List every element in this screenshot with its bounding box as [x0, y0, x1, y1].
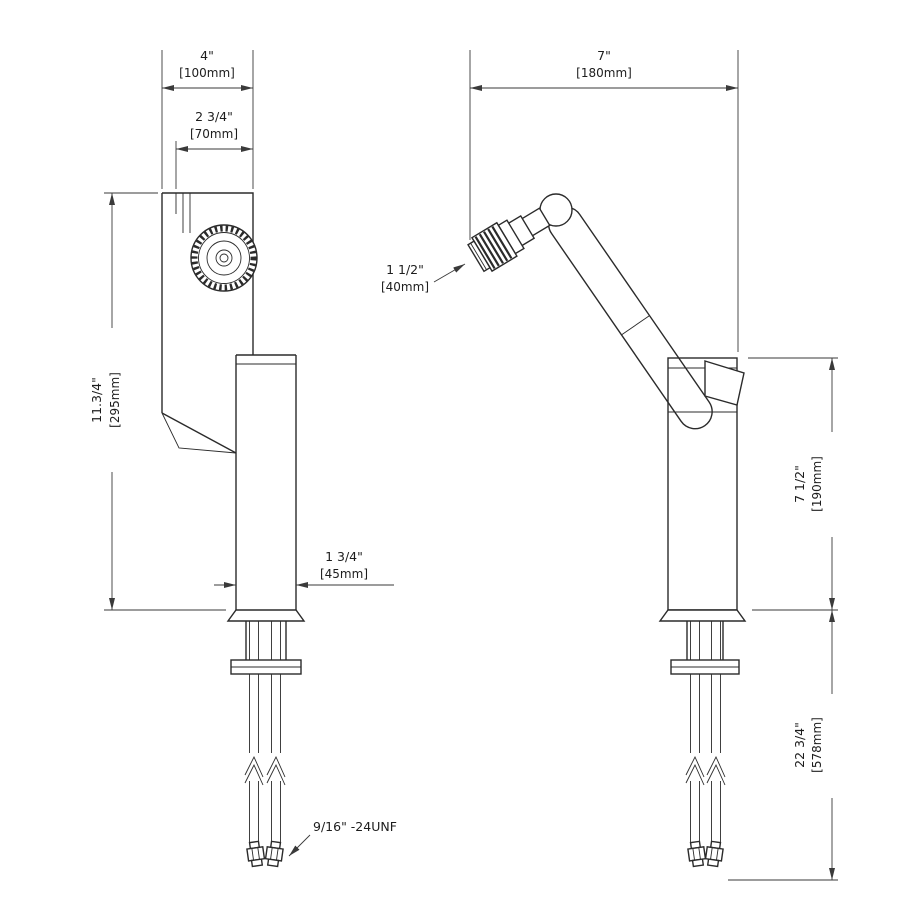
front-sprayer-head: [190, 224, 258, 292]
dim-side-height-lower-inch: 22 3/4": [792, 722, 807, 768]
dim-side-height-lower-mm: [578mm]: [810, 717, 824, 773]
hose-end-fitting: [704, 840, 725, 868]
dim-front-body-dia-mm: [45mm]: [320, 567, 368, 581]
dim-front-spout-mm: [70mm]: [190, 127, 238, 141]
handle-lever: [704, 360, 745, 406]
side-sprayer-head: [467, 207, 551, 273]
dim-front-width-mm: [100mm]: [179, 66, 235, 80]
thread-callout: 9/16" -24UNF: [288, 819, 397, 857]
dim-front-body-dia: 1 3/4" [45mm]: [214, 549, 394, 588]
dim-side-width-mm: [180mm]: [576, 66, 632, 80]
dim-side-height-upper: 7 1/2" [190mm]: [748, 357, 838, 611]
front-spout-panel: [161, 192, 254, 454]
dim-side-aerator-inch: 1 1/2": [386, 262, 424, 277]
dim-front-body-dia-inch: 1 3/4": [325, 549, 363, 564]
dim-side-width-inch: 7": [597, 48, 611, 63]
dim-front-height: 11.3/4" [295mm]: [89, 192, 226, 611]
hose-end-fitting: [686, 840, 707, 868]
thread-spec-label: 9/16" -24UNF: [313, 819, 397, 834]
front-body-column: [235, 354, 297, 610]
dim-front-width-inch: 4": [200, 48, 214, 63]
dim-side-aerator: 1 1/2" [40mm]: [381, 262, 466, 294]
front-base-and-hoses: [226, 609, 306, 868]
side-spout-arm: [547, 206, 713, 430]
dim-side-height-upper-inch: 7 1/2": [792, 465, 807, 503]
front-view: 4" [100mm] 2 3/4" [70mm] 11.3/4" [295mm]…: [89, 48, 397, 868]
dim-front-spout-inch: 2 3/4": [195, 109, 233, 124]
dim-side-aerator-mm: [40mm]: [381, 280, 429, 294]
dim-front-height-mm: [295mm]: [108, 372, 122, 428]
dim-front-height-inch: 11.3/4": [89, 377, 104, 423]
dim-side-height-upper-mm: [190mm]: [810, 456, 824, 512]
hose-end-fitting: [245, 840, 266, 868]
dim-side-width: 7" [180mm]: [469, 48, 739, 352]
dim-front-width: 4" [100mm]: [161, 48, 254, 189]
side-view: 7" [180mm] 1 1/2" [40mm] 7 1/2" [190mm] …: [381, 48, 838, 881]
hose-end-fitting: [264, 840, 285, 868]
dim-side-height-lower: 22 3/4" [578mm]: [728, 610, 838, 881]
pipe-break-mark: [685, 755, 705, 778]
pipe-break-mark: [244, 755, 264, 778]
dim-front-spout: 2 3/4" [70mm]: [175, 109, 253, 189]
side-base-and-hoses: [658, 609, 747, 868]
